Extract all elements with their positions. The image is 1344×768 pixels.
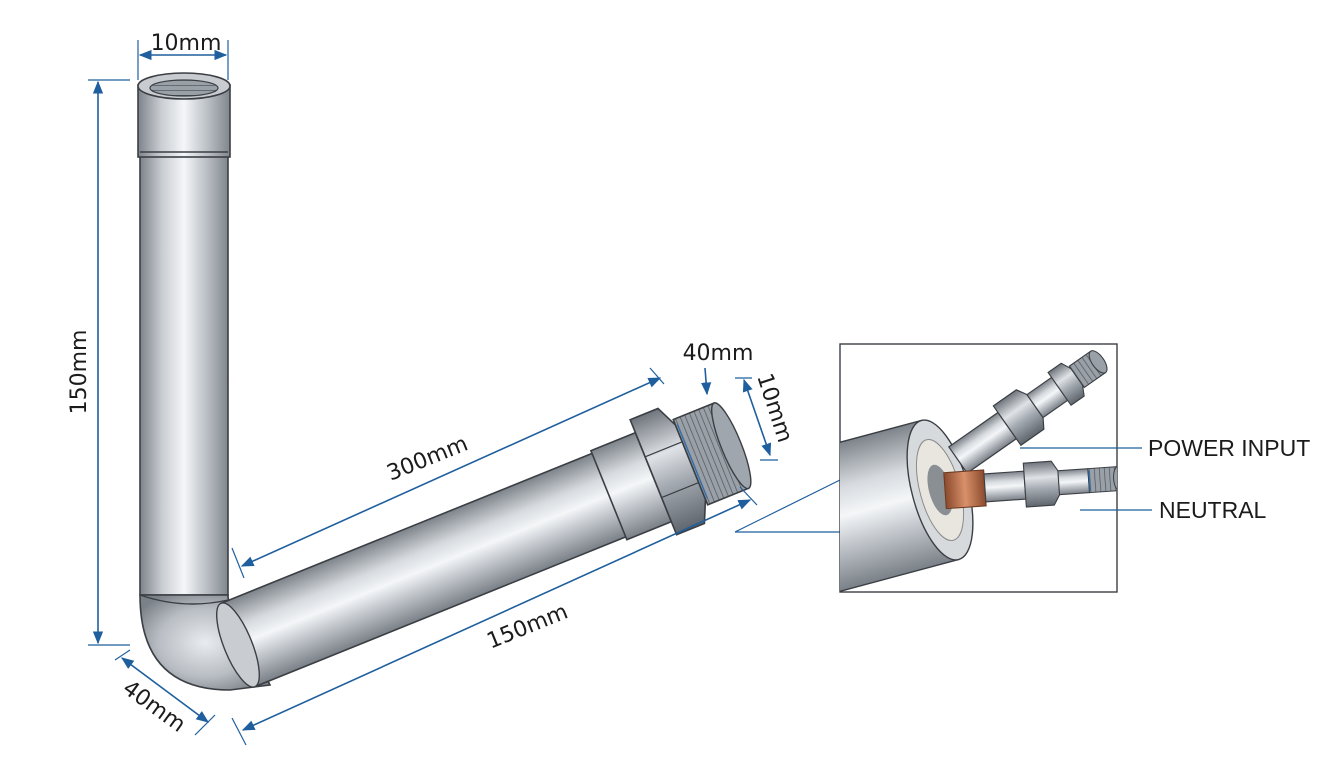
label-neutral: NEUTRAL <box>1159 497 1267 523</box>
label-pipe-length: 300mm <box>384 431 472 486</box>
dimension-lines <box>88 40 841 746</box>
detail-inset <box>839 343 1152 593</box>
label-horizontal-length: 150mm <box>484 599 572 654</box>
label-top-diameter: 10mm <box>151 31 222 56</box>
pipe-body <box>137 72 752 691</box>
label-power-input: POWER INPUT <box>1148 435 1310 461</box>
label-fitting-width: 40mm <box>683 341 754 366</box>
label-fitting-thread: 10mm <box>751 370 797 445</box>
label-bend-radius: 40mm <box>118 676 190 738</box>
label-vertical-length: 150mm <box>67 330 92 415</box>
